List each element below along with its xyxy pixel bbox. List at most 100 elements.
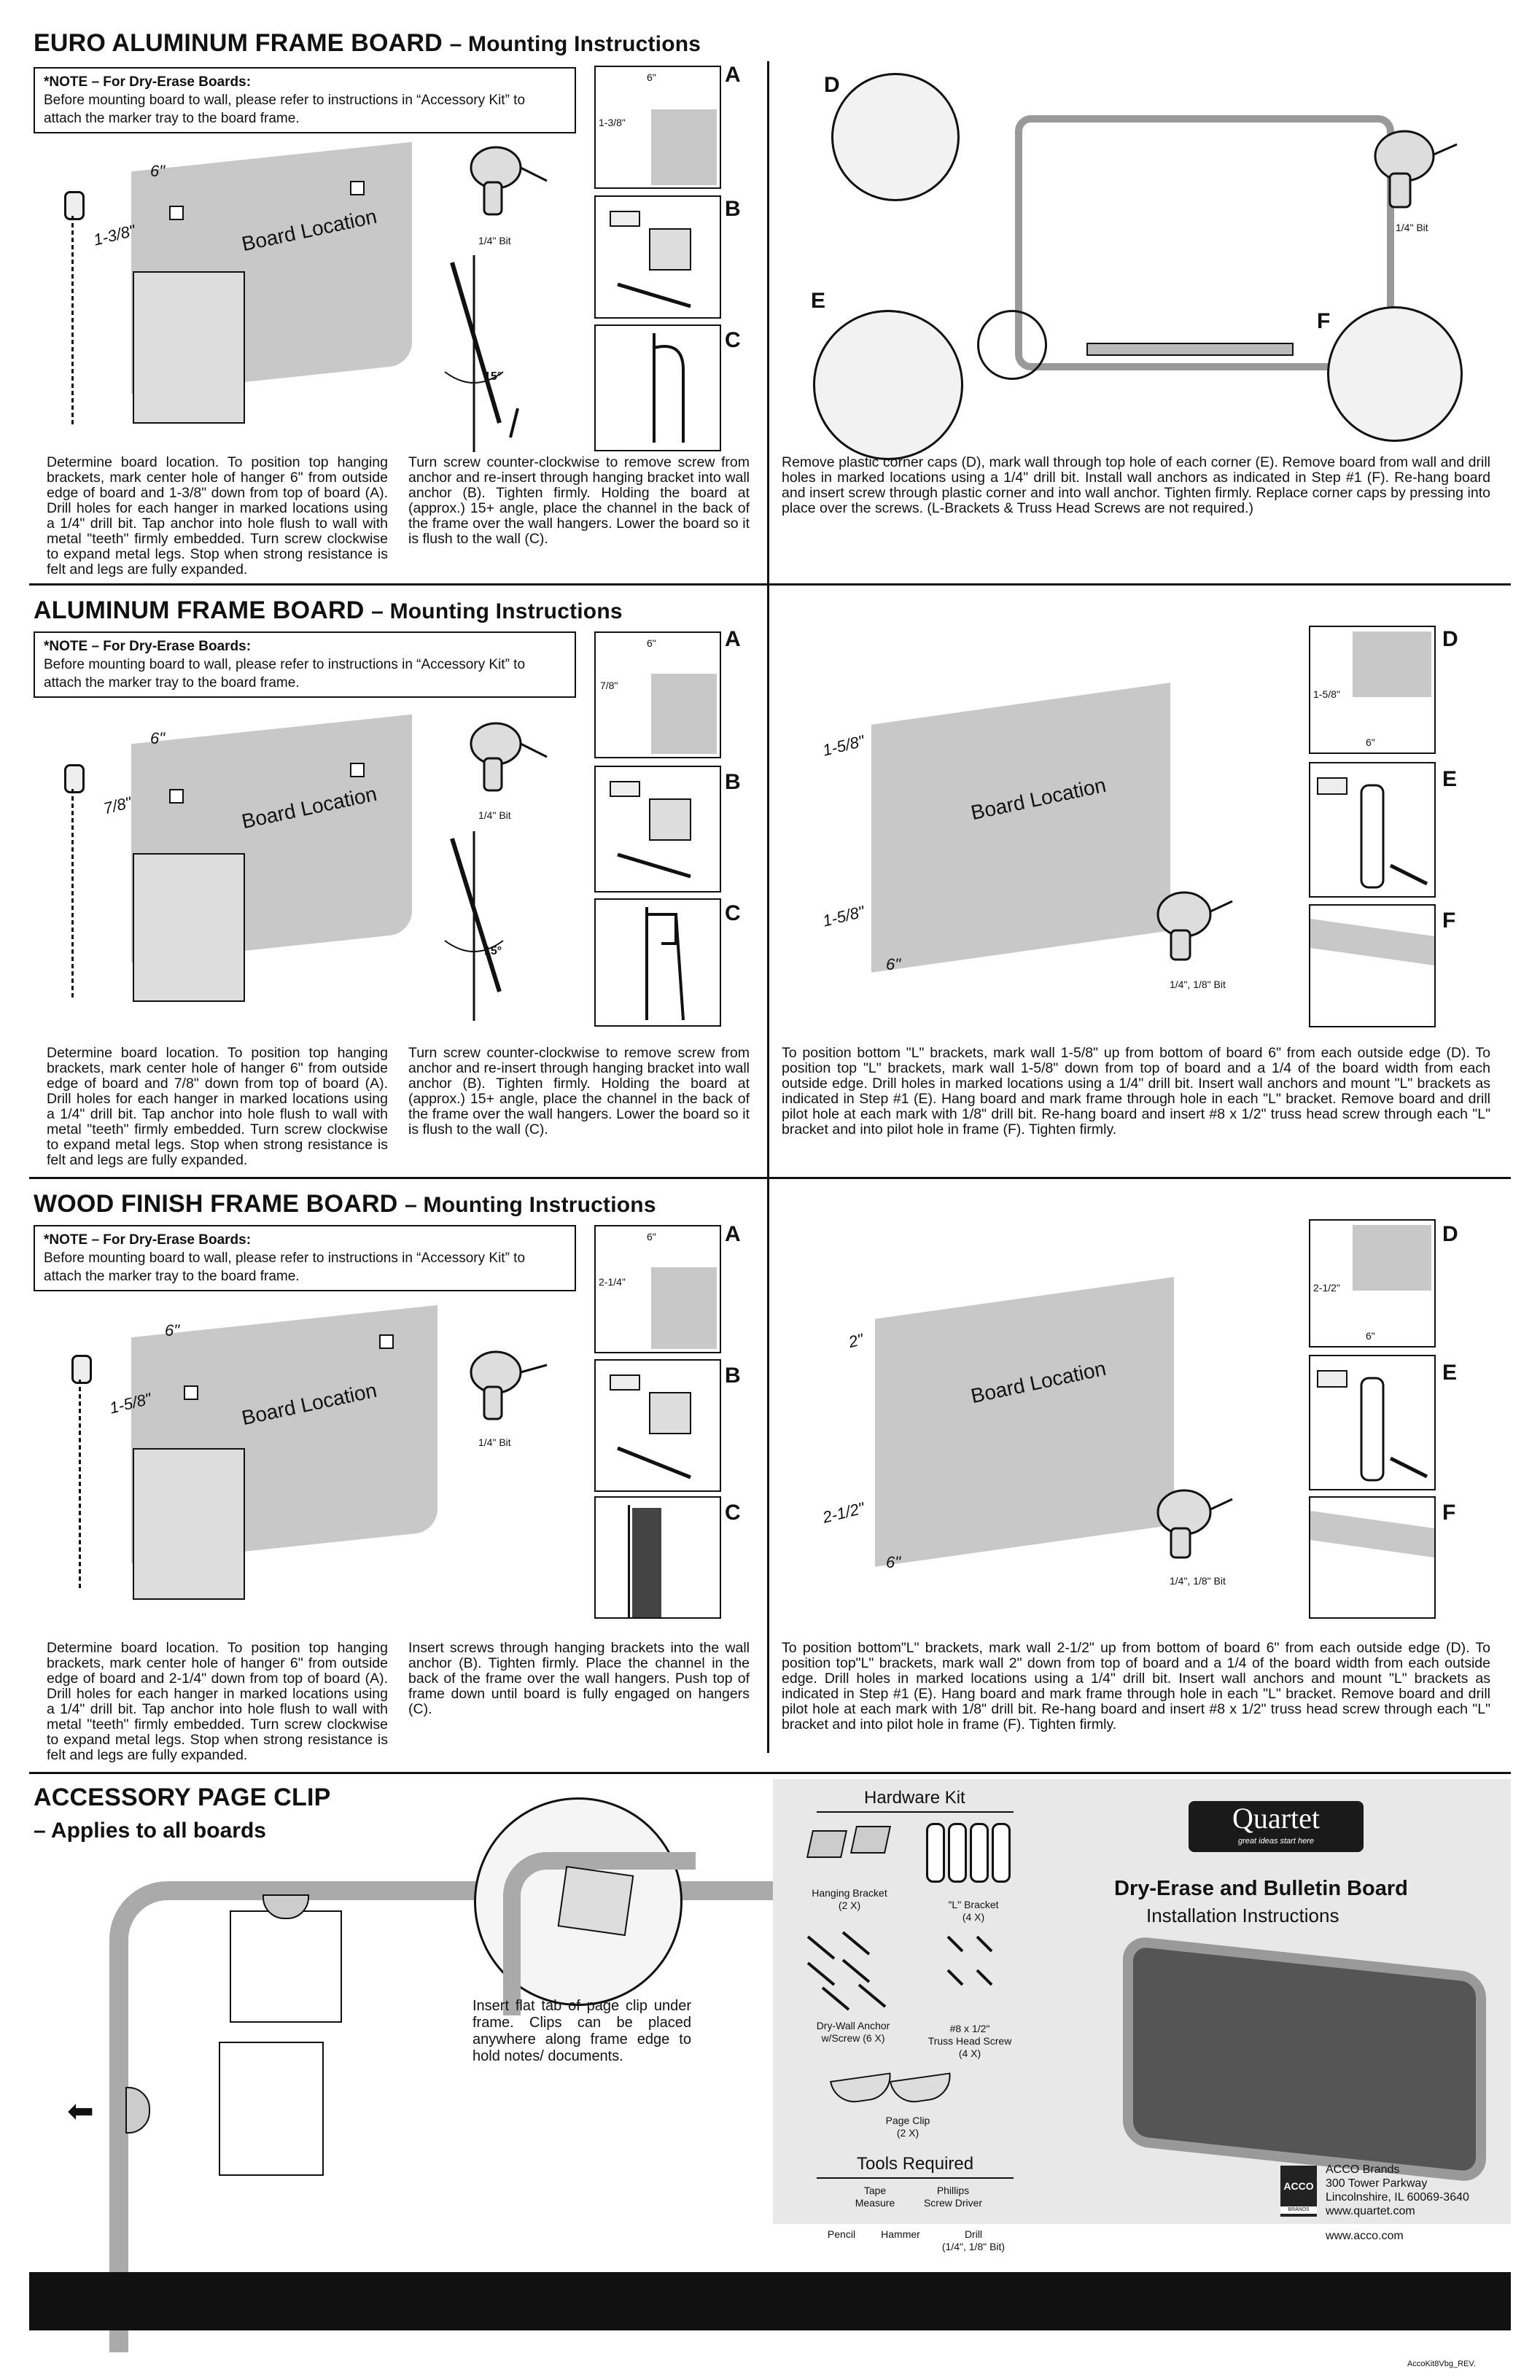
tool-hammer: Hammer — [881, 2228, 920, 2240]
panel-a-top-dim: 6" — [647, 71, 656, 83]
marker-tray — [1086, 343, 1294, 356]
divider-2 — [29, 1177, 1511, 1179]
instruction-col3-text: Remove plastic corner caps (D), mark wal… — [782, 454, 1490, 516]
section-title: EURO ALUMINUM FRAME BOARD – Mounting Ins… — [34, 29, 701, 58]
acco-logo-sub: BRANDS — [1280, 2206, 1317, 2214]
plumb-line — [79, 1380, 81, 1591]
zoom-circle — [977, 310, 1047, 380]
section-title: ALUMINUM FRAME BOARD – Mounting Instruct… — [34, 596, 623, 625]
anchor-screw-icon — [610, 781, 691, 879]
instruction-col1: Determine board location. To position to… — [47, 454, 388, 578]
step-letter-c: C — [725, 901, 741, 925]
tool-tape-text2: Measure — [855, 2197, 895, 2209]
dim-side: 1-3/8" — [91, 221, 138, 249]
bit-label: 1/4", 1/8" Bit — [1170, 1575, 1226, 1587]
product-title: Dry-Erase and Bulletin Board — [1114, 1877, 1408, 1900]
step-letter-b: B — [725, 197, 741, 221]
l-bracket-icon — [1317, 777, 1428, 889]
page-clip-qty: (2 X) — [896, 2127, 919, 2139]
board-thumbnail — [133, 1448, 245, 1600]
tools-title: Tools Required — [857, 2154, 974, 2174]
address-line-2: Lincolnshire, IL 60069-3640 — [1326, 2191, 1469, 2204]
hanger-mark — [169, 206, 184, 220]
frame-channel-icon — [653, 333, 685, 443]
tool-pencil: Pencil — [827, 2228, 856, 2240]
plumb-line — [71, 216, 74, 427]
dim-upper: 2" — [847, 1329, 866, 1352]
center-divider — [767, 61, 769, 1753]
address-line-1: 300 Tower Parkway — [1326, 2177, 1428, 2190]
hanging-bracket-label: Hanging Bracket (2 X) — [802, 1887, 897, 1912]
dim-side: 7/8" — [101, 793, 133, 818]
section-subtitle: – Mounting Instructions — [405, 1193, 656, 1217]
instruction-col2: Turn screw counter-clockwise to remove s… — [408, 454, 750, 547]
l-bracket-qty: (4 X) — [962, 1911, 985, 1923]
drill-icon — [1374, 130, 1458, 209]
tool-tape-text: Tape — [863, 2185, 887, 2196]
dim-top: 6" — [165, 1321, 180, 1339]
truss-screw-icon — [946, 1935, 993, 1986]
acco-logo: ACCO BRANDS — [1280, 2166, 1317, 2217]
product-subtitle: Installation Instructions — [1146, 1905, 1339, 1926]
hanger-mark — [350, 181, 365, 195]
website-acco[interactable]: www.acco.com — [1326, 2230, 1404, 2242]
angle-label: 15° — [484, 370, 502, 383]
panel-d-side-dim: 1-5/8" — [1313, 688, 1340, 700]
step-letter-e: E — [811, 289, 826, 313]
l-bracket-icon — [992, 1823, 1011, 1883]
panel-a-top-dim: 6" — [647, 1231, 656, 1242]
hanger-mark — [169, 789, 184, 804]
panel-a: 6" 7/8" — [594, 631, 721, 758]
section-subtitle: – Mounting Instructions — [449, 32, 701, 56]
step-letter-d: D — [1442, 1222, 1458, 1246]
panel-b — [594, 1359, 721, 1492]
board-location — [875, 1277, 1174, 1567]
panel-a: 6" 1-3/8" — [594, 66, 721, 189]
zoom-clip — [557, 1865, 634, 1937]
website-quartet[interactable]: www.quartet.com — [1326, 2205, 1415, 2217]
drill-icon — [470, 1350, 548, 1420]
page-clip-label: Page Clip (2 X) — [868, 2115, 948, 2139]
board-thumbnail — [133, 853, 245, 1002]
acco-logo-text: ACCO — [1283, 2180, 1314, 2192]
section-title-text: ALUMINUM FRAME BOARD — [34, 596, 365, 624]
panel-a-side-dim: 1-3/8" — [599, 117, 626, 128]
step-letter-a: A — [725, 1222, 741, 1246]
truss-text: Truss Head Screw — [928, 2035, 1012, 2047]
instruction-col3-text: To position bottom "L" brackets, mark wa… — [782, 1045, 1490, 1138]
note-body: Before mounting board to wall, please re… — [44, 1251, 526, 1284]
step-letter-f: F — [1317, 309, 1331, 333]
frame-channel-icon — [645, 907, 685, 1021]
panel-c — [594, 898, 721, 1027]
euro-board — [1015, 115, 1394, 370]
panel-a-side-dim: 7/8" — [600, 680, 618, 691]
anchor-label: Dry-Wall Anchor w/Screw (6 X) — [802, 2020, 904, 2045]
bit-label: 1/4" Bit — [1396, 222, 1428, 233]
wall-anchor-icon — [71, 1355, 92, 1384]
page-clip-text: Page Clip — [885, 2115, 930, 2126]
note-body: Before mounting board to wall, please re… — [44, 657, 526, 691]
panel-c — [594, 324, 721, 451]
dim-lower: 2-1/2" — [820, 1498, 867, 1527]
bit-label: 1/4" Bit — [478, 809, 511, 821]
panel-d-bottom-dim: 6" — [1366, 1330, 1375, 1342]
board-thumbnail — [133, 271, 245, 424]
panel-c — [594, 1496, 721, 1619]
panel-a: 6" 2-1/4" — [594, 1225, 721, 1353]
truss-size: #8 x 1/2" — [949, 2023, 990, 2034]
bit-label: 1/4" Bit — [478, 235, 511, 246]
truss-screw-label: #8 x 1/2" Truss Head Screw (4 X) — [919, 2023, 1021, 2060]
panel-f — [1309, 1496, 1436, 1619]
instruction-col1: Determine board location. To position to… — [47, 1045, 388, 1168]
anchor-screw-icon — [610, 211, 691, 308]
quartet-tagline: great ideas start here — [1238, 1837, 1314, 1846]
note-title: *NOTE – For Dry-Erase Boards: — [44, 74, 252, 90]
l-bracket-label: "L" Bracket (4 X) — [926, 1899, 1021, 1924]
step-letter-a: A — [725, 63, 741, 87]
step-letter-e: E — [1442, 1361, 1458, 1385]
anchor-screw-icon — [610, 1374, 691, 1479]
step-letter-f: F — [1442, 1501, 1456, 1525]
instruction-col3: To position bottom"L" brackets, mark wal… — [782, 1641, 1490, 1732]
hook-diagram — [444, 831, 504, 1021]
panel-b — [594, 766, 721, 892]
